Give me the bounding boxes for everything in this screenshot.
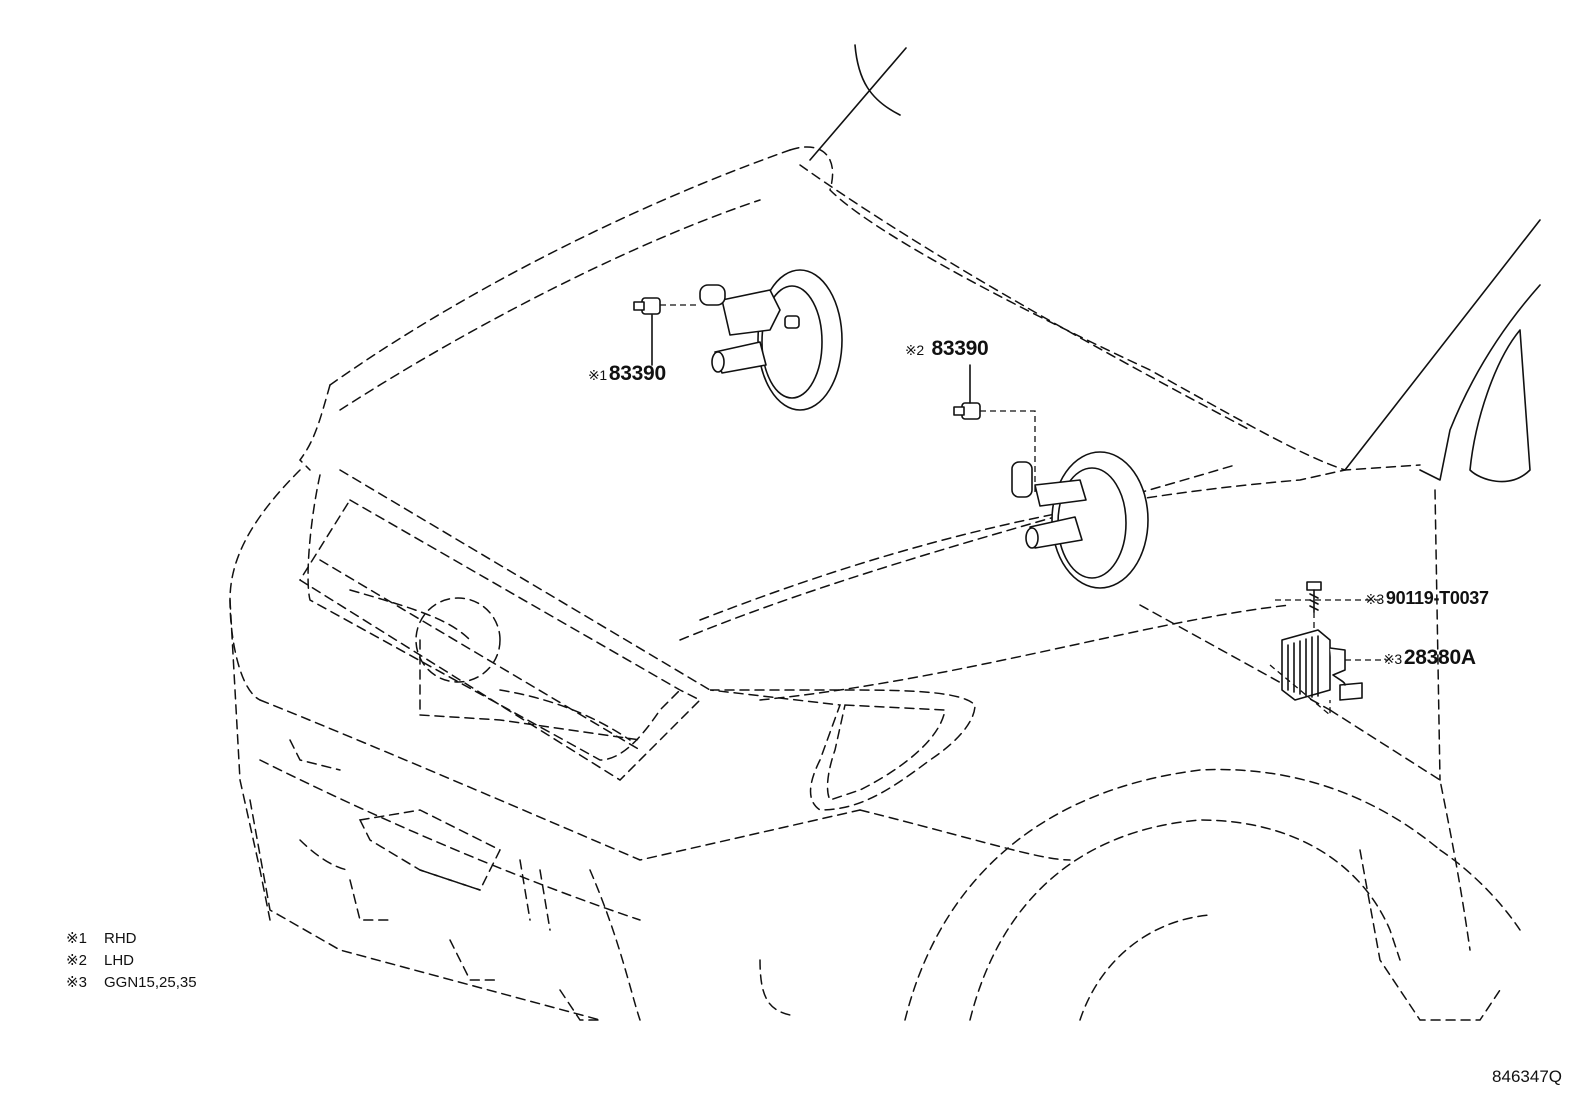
fender-outline: [759, 489, 1521, 1021]
callout-83390-lhd: ※2 83390: [905, 337, 989, 361]
hood-outline: [299, 146, 1421, 691]
legend-mark: ※3: [66, 974, 87, 991]
part-number: 28380A: [1403, 646, 1476, 669]
legend-row-2: ※2 LHD: [66, 950, 197, 972]
callout-83390-rhd: ※183390: [588, 362, 666, 386]
headlamp-outline: [709, 689, 976, 811]
footnote-mark: ※1: [588, 367, 607, 383]
ecu-module: [1269, 629, 1388, 717]
footnote-mark: ※2: [905, 342, 924, 358]
legend-text: GGN15,25,35: [104, 974, 197, 991]
grille-outline: [298, 474, 702, 781]
brake-booster-lhd: [1011, 451, 1149, 589]
legend-mark: ※2: [66, 952, 87, 969]
bumper-outline: [229, 469, 861, 1021]
part-number: 90119-T0037: [1385, 588, 1489, 608]
legend-row-1: ※1 RHD: [66, 928, 197, 950]
brake-booster-rhd: [699, 269, 843, 411]
legend-mark: ※1: [66, 930, 87, 947]
figure-number: 846347Q: [1492, 1067, 1562, 1086]
footnote-mark: ※3: [1365, 591, 1384, 607]
brake-switch-rhd: [633, 297, 700, 366]
legend-row-3: ※3 GGN15,25,35: [66, 972, 197, 994]
part-number: 83390: [608, 362, 666, 385]
legend-text: LHD: [104, 952, 135, 969]
callout-28380a: ※328380A: [1383, 646, 1476, 670]
footnote-legend: ※1 RHD ※2 LHD ※3 GGN15,25,35: [66, 928, 197, 994]
windshield-outline: [809, 44, 1541, 483]
legend-text: RHD: [104, 930, 137, 947]
part-number: 83390: [931, 337, 989, 360]
footnote-mark: ※3: [1383, 651, 1402, 667]
brake-switch-lhd: [953, 364, 1036, 495]
